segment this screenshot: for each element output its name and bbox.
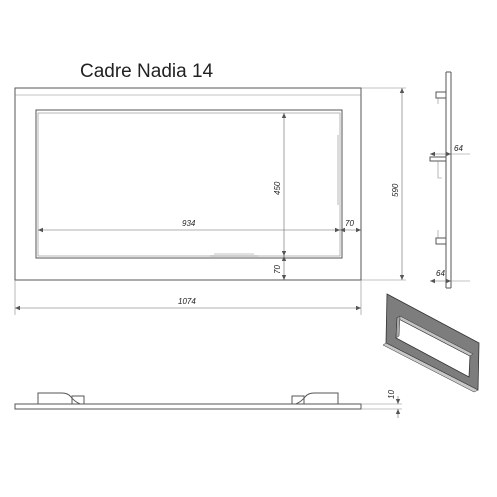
dim-label-thickness: 10: [387, 390, 396, 399]
dimension-inner-width: 934: [38, 219, 340, 233]
dim-label-depth-bottom: 64: [436, 269, 445, 278]
front-view: [14, 87, 362, 281]
dimension-bottom-margin: 70: [273, 256, 287, 280]
frame-3d-view: [382, 293, 480, 393]
drawing-title: Cadre Nadia 14: [80, 61, 214, 82]
dim-label-depth-top: 64: [454, 144, 463, 153]
dimension-thickness: 10: [361, 390, 402, 418]
dim-label-bottom-margin: 70: [273, 265, 282, 274]
dim-label-overall-width: 1074: [178, 297, 196, 306]
frame-bottom-plate: [14, 403, 362, 410]
dimension-depth-bottom: 64: [430, 269, 470, 284]
dim-label-inner-width: 934: [182, 219, 196, 228]
dimension-inner-height: 450: [273, 113, 287, 256]
dim-label-inner-height: 450: [273, 181, 282, 195]
dim-label-overall-height: 590: [391, 183, 400, 197]
frame-3d-shape: [385, 293, 480, 391]
dimension-overall-height: 590: [361, 87, 406, 281]
bottom-view: [14, 392, 362, 410]
dimension-side-margin: 70: [340, 219, 361, 233]
dimension-overall-width: 1074: [14, 280, 362, 315]
dim-label-side-margin: 70: [345, 219, 354, 228]
frame-outer-outline: [14, 87, 362, 281]
frame-inner-opening: [35, 109, 343, 259]
side-view: [429, 71, 452, 289]
dimension-depth-top: 64: [430, 144, 470, 157]
